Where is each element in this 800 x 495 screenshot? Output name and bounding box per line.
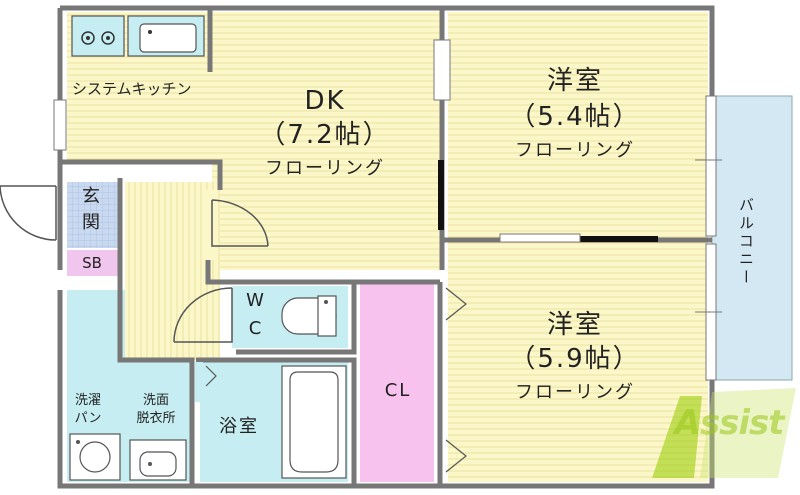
hall-area: [125, 182, 220, 360]
western1-floor: フローリング: [515, 140, 635, 161]
dk-size: （7.2帖）: [259, 120, 391, 150]
washer-label-2: パン: [74, 411, 102, 426]
closet-area: [360, 284, 434, 482]
western2-name: 洋室: [546, 310, 603, 340]
stove-icon: [71, 15, 125, 57]
sliding-door-1: [438, 160, 444, 230]
window-top: [433, 39, 451, 101]
sink-icon: [127, 15, 205, 57]
western1-area: [448, 12, 708, 240]
closet-door-icon: [205, 287, 467, 473]
door-gap-hall: [205, 190, 215, 260]
shoe-box-label: SB: [82, 254, 102, 272]
logo-text: Assist: [674, 403, 785, 443]
toilet-label-1: W: [246, 290, 266, 311]
sliding-door-2: [580, 236, 658, 242]
entrance-label-1: 玄: [82, 186, 102, 207]
dk-floor: フローリング: [265, 158, 385, 179]
balcony-window-1: [705, 95, 717, 237]
washer-label-1: 洗濯: [74, 393, 101, 408]
entrance-label-2: 関: [82, 212, 102, 233]
western1-size: （5.4帖）: [509, 102, 641, 132]
hall-door-icon: [211, 199, 269, 247]
toilet-bowl-icon: [281, 295, 337, 337]
western2-floor: フローリング: [515, 382, 635, 403]
western1-name: 洋室: [546, 66, 603, 96]
toilet-door-icon: [173, 287, 233, 343]
western2-size: （5.9帖）: [509, 344, 641, 374]
entrance-area: [67, 182, 119, 248]
dk-name: DK: [304, 86, 346, 116]
window-left: [53, 99, 67, 151]
toilet-label-2: C: [248, 318, 264, 339]
entrance-door-icon: [0, 185, 57, 241]
balcony-area: [711, 95, 793, 381]
kitchen-label: システムキッチン: [72, 80, 192, 98]
washroom-upper-area: [67, 290, 125, 360]
closet-label: CL: [384, 380, 412, 401]
bath-label: 浴室: [219, 416, 259, 437]
washroom-label-2: 脱衣所: [136, 411, 176, 426]
shoe-box-area: [67, 250, 119, 276]
window-mid: [499, 233, 581, 243]
washroom-label-1: 洗面: [142, 393, 169, 408]
door-gap-bath: [195, 362, 203, 402]
dk-area: [212, 12, 440, 270]
bathtub-icon: [281, 365, 347, 479]
wash-basin-icon: [129, 439, 187, 481]
balcony-label: バルコニー: [737, 197, 755, 287]
washer-pan-icon: [69, 433, 121, 481]
logo-icon: [652, 388, 796, 478]
